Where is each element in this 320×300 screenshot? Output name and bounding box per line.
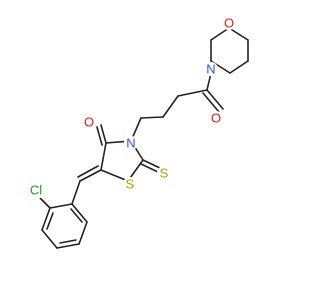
bond [210,27,230,41]
atom-bg [27,181,45,199]
atom-bg [157,166,171,180]
bond [100,169,129,182]
bond [177,89,208,97]
atom-o-amide: O [211,111,221,126]
bond [229,60,249,74]
atom-bg [222,16,236,30]
bond [59,239,77,244]
bonds [34,27,249,249]
bond [100,142,107,171]
bond [202,92,220,113]
bond [41,207,51,231]
atom-labels: O N O N O S S Cl [27,16,236,199]
bond [140,163,159,173]
bond [41,229,58,249]
atom-bg [204,62,218,76]
atom-bg [123,177,137,191]
atom-o-ketone: O [84,115,94,130]
bond [77,165,99,178]
atom-bg [82,115,96,129]
bond [142,159,161,169]
bond [70,208,83,223]
atom-bg [209,111,223,125]
bond [79,169,102,182]
atom-s-ring: S [126,177,135,192]
atom-n-ring: N [126,136,135,151]
bond [140,116,164,119]
atom-n-morpholine: N [206,62,215,77]
bond [96,126,103,146]
bond [49,203,73,209]
atom-bg [124,136,138,150]
atom-cl: Cl [30,183,42,198]
bond [56,243,80,249]
atom-o-morpholine: O [224,16,234,31]
atom-s-thione: S [160,166,169,181]
bond [206,89,224,110]
bond [46,212,54,230]
bond [71,203,88,223]
bond [162,95,179,118]
molecule-structure: O N O N O S S Cl [27,15,249,249]
bond [100,124,107,144]
bond [71,180,81,205]
bond [78,221,88,245]
bond [228,27,249,41]
